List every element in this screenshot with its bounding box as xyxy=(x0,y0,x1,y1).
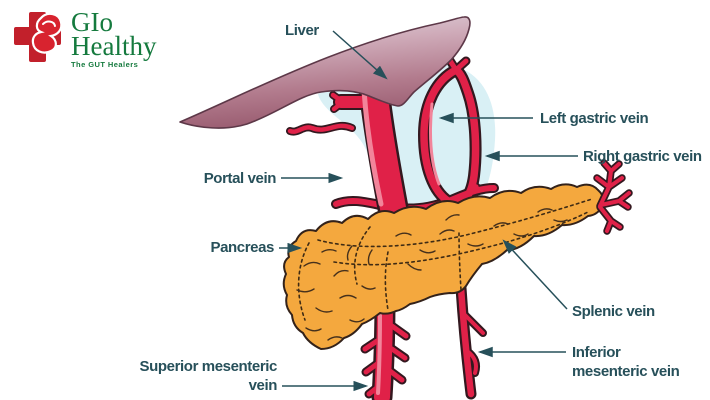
liver-arrow xyxy=(332,30,388,80)
splenic-vein-label: Splenic vein xyxy=(572,303,655,320)
inferior-mesenteric-vein-label: Inferior mesenteric vein xyxy=(572,344,680,380)
splenic-vein-arrow xyxy=(502,239,568,310)
superior-mesenteric-vein-label: Superior mesenteric vein xyxy=(139,358,278,394)
inferior-mesenteric-vessel xyxy=(455,282,487,400)
logo-brand-line1: GIo xyxy=(71,7,113,37)
annotation-arrows xyxy=(279,30,578,392)
liver-shape xyxy=(179,16,471,129)
splenic-tail-branches xyxy=(593,159,633,235)
pancreas-shape xyxy=(282,183,605,350)
gio-healthy-logo: GIo Healthy The GUT Healers xyxy=(14,7,157,69)
pancreas-label: Pancreas xyxy=(210,239,274,256)
portal-vein-label: Portal vein xyxy=(203,170,277,187)
logo-tagline: The GUT Healers xyxy=(71,60,139,69)
logo-cross-gut-icon xyxy=(14,12,63,62)
left-gastric-vein-label: Left gastric vein xyxy=(540,110,649,127)
right-gastric-vein-label: Right gastric vein xyxy=(583,148,702,165)
liver-label: Liver xyxy=(285,22,319,39)
logo-brand-line2: Healthy xyxy=(71,31,157,61)
